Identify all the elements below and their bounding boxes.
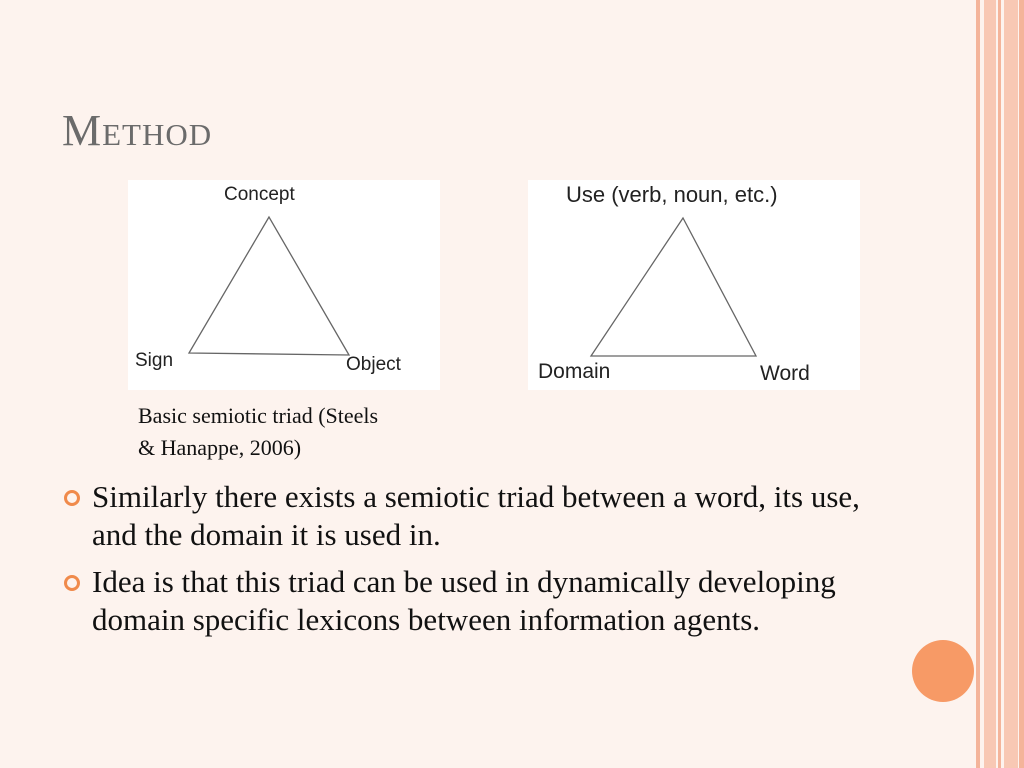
decorative-stripe	[976, 0, 980, 768]
triad-label-right: Word	[760, 362, 810, 385]
ring-bullet-icon	[64, 575, 80, 591]
semiotic-triad-diagram: Concept Sign Object	[128, 180, 440, 390]
triangle-shape	[187, 215, 351, 356]
decorative-circle	[912, 640, 974, 702]
bullet-text: Similarly there exists a semiotic triad …	[92, 479, 860, 552]
decorative-stripe	[984, 0, 996, 768]
ring-bullet-icon	[64, 490, 80, 506]
decorative-stripe	[998, 0, 1001, 768]
triad-label-right: Object	[346, 354, 401, 375]
bullet-item: Similarly there exists a semiotic triad …	[64, 478, 904, 554]
triad-label-left: Domain	[538, 360, 611, 383]
bullet-text: Idea is that this triad can be used in d…	[92, 564, 836, 637]
decorative-stripe	[1019, 0, 1024, 768]
bullet-list: Similarly there exists a semiotic triad …	[64, 478, 904, 648]
word-use-domain-diagram: Use (verb, noun, etc.) Domain Word	[528, 180, 860, 390]
slide-title: Method	[62, 106, 213, 155]
triad-label-top: Use (verb, noun, etc.)	[566, 182, 778, 207]
triad-label-left: Sign	[135, 350, 174, 371]
decorative-stripe	[1004, 0, 1018, 768]
triangle-shape	[589, 216, 758, 357]
figure-caption: Basic semiotic triad (Steels & Hanappe, …	[138, 403, 379, 460]
bullet-item: Idea is that this triad can be used in d…	[64, 563, 904, 639]
triad-label-top: Concept	[224, 184, 295, 205]
